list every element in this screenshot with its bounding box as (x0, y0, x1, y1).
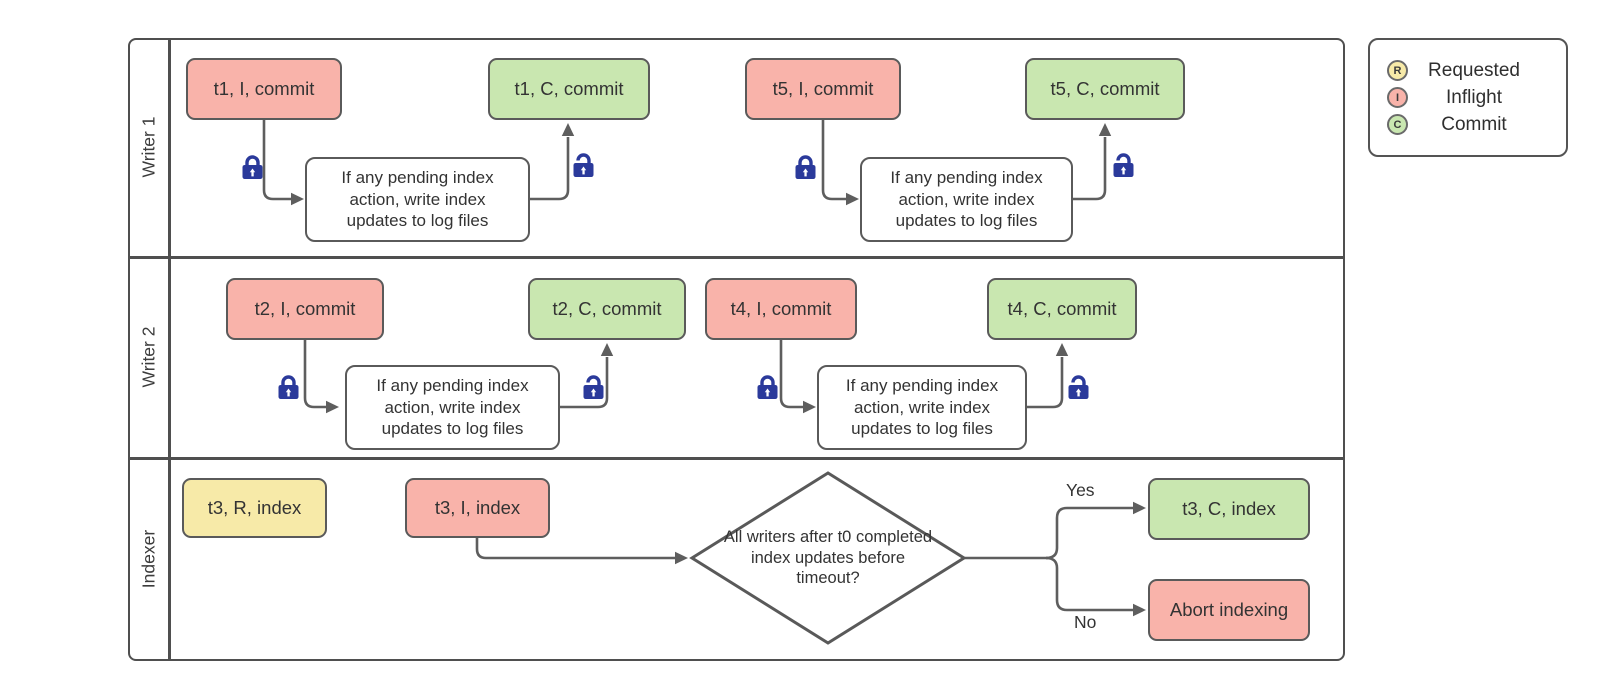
node-t5-commit: t5, C, commit (1025, 58, 1185, 120)
node-t4-commit: t4, C, commit (987, 278, 1137, 340)
node-process-t1: If any pending index action, write index… (305, 157, 530, 242)
legend-row-inflight: I Inflight (1387, 87, 1540, 109)
node-label: t3, C, index (1182, 497, 1276, 519)
node-label: Abort indexing (1169, 598, 1289, 620)
lane-separator-2 (128, 457, 1345, 460)
node-label: t3, I, index (434, 496, 521, 518)
node-label: t3, R, index (207, 496, 302, 518)
node-label: t1, I, commit (213, 77, 315, 99)
lane-separator-1 (128, 256, 1345, 259)
legend-label-inflight: Inflight (1446, 86, 1502, 108)
node-t1-commit: t1, C, commit (488, 58, 650, 120)
lane-label-writer1: Writer 1 (138, 116, 159, 178)
node-abort-indexing: Abort indexing (1148, 579, 1310, 641)
branch-label-no: No (1074, 612, 1097, 632)
lane-label-writer2: Writer 2 (138, 326, 159, 388)
inflight-status-icon: I (1387, 87, 1408, 108)
node-label: t5, C, commit (1050, 77, 1160, 99)
legend: R Requested I Inflight C Commit (1368, 38, 1568, 157)
node-t2-inflight: t2, I, commit (226, 278, 384, 340)
node-t5-inflight: t5, I, commit (745, 58, 901, 120)
node-process-t5: If any pending index action, write index… (860, 157, 1073, 242)
legend-label-commit: Commit (1441, 113, 1507, 135)
node-label: t4, C, commit (1007, 297, 1117, 319)
node-t2-commit: t2, C, commit (528, 278, 686, 340)
legend-label-requested: Requested (1428, 59, 1520, 81)
node-label: t4, I, commit (730, 297, 832, 319)
node-t1-inflight: t1, I, commit (186, 58, 342, 120)
lane-label-indexer: Indexer (138, 529, 159, 589)
node-label: t5, I, commit (772, 77, 874, 99)
legend-row-requested: R Requested (1387, 60, 1540, 82)
requested-status-icon: R (1387, 60, 1408, 81)
node-label: t2, C, commit (552, 297, 662, 319)
node-process-t2: If any pending index action, write index… (345, 365, 560, 450)
node-t4-inflight: t4, I, commit (705, 278, 857, 340)
lane-label-divider (168, 38, 171, 661)
branch-label-yes: Yes (1066, 480, 1095, 500)
node-process-t4: If any pending index action, write index… (817, 365, 1027, 450)
node-t3-requested: t3, R, index (182, 478, 327, 538)
node-t3-inflight: t3, I, index (405, 478, 550, 538)
legend-row-commit: C Commit (1387, 114, 1540, 136)
commit-status-icon: C (1387, 114, 1408, 135)
decision-label: All writers after t0 completed index upd… (723, 528, 933, 588)
node-label: t1, C, commit (514, 77, 624, 99)
node-label: t2, I, commit (254, 297, 356, 319)
node-t3-commit: t3, C, index (1148, 478, 1310, 540)
